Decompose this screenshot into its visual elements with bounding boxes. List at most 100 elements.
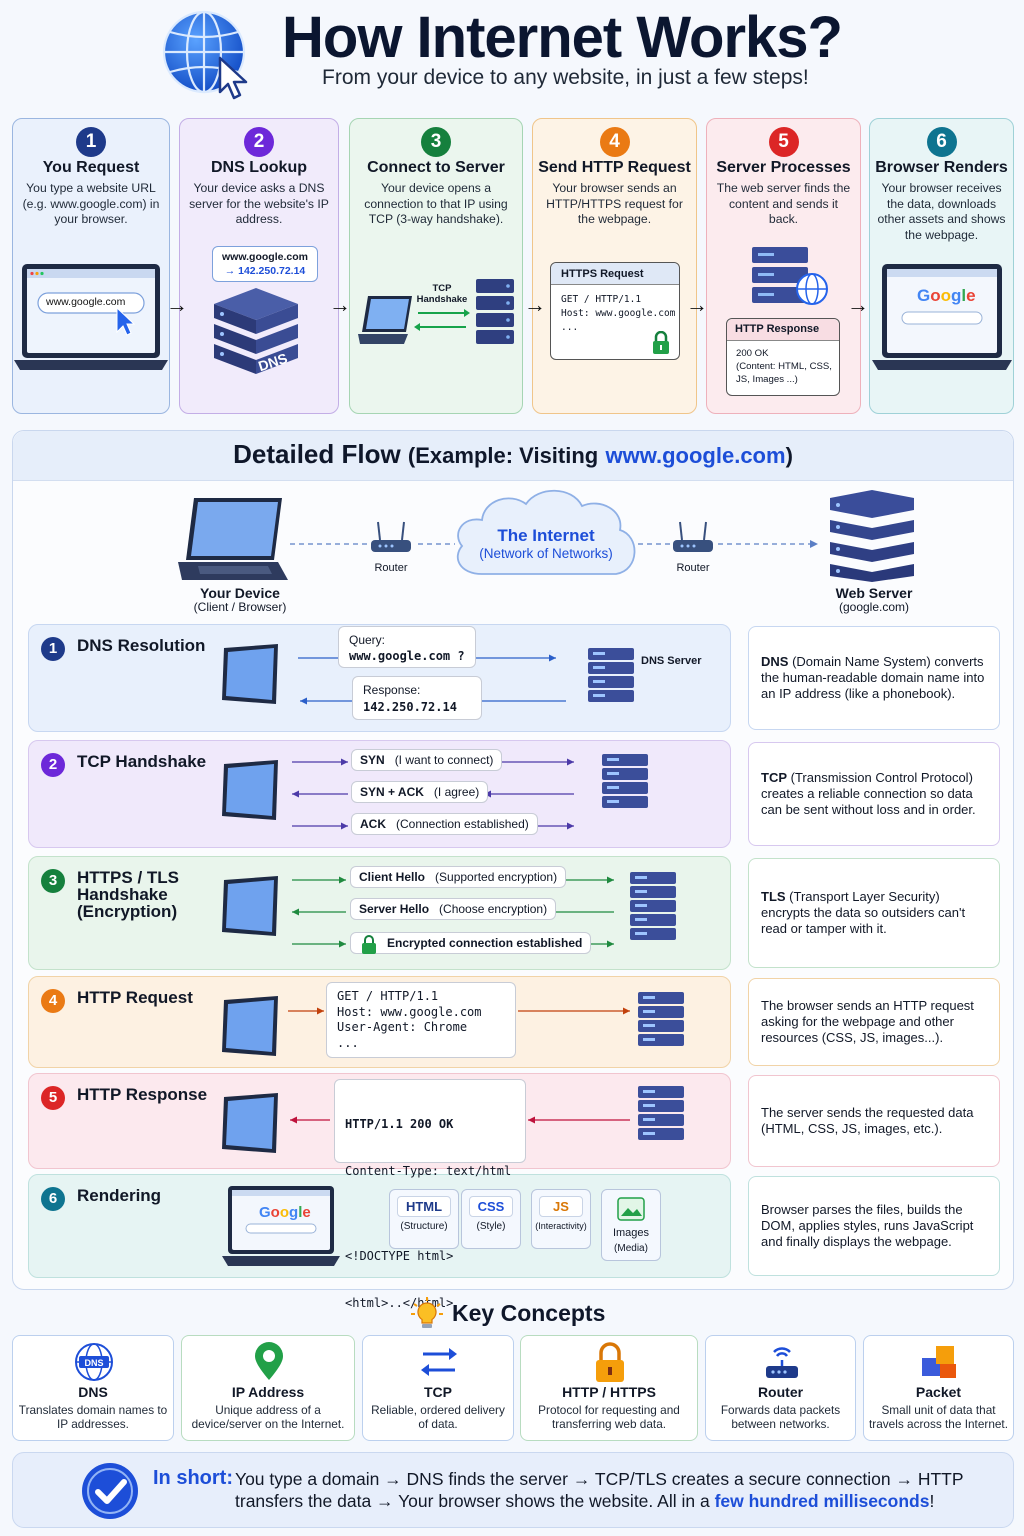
https-request-code: GET / HTTP/1.1 Host: www.google.com ... [561,294,676,333]
asset-card-html: HTML (Structure) [389,1189,459,1249]
device-sublabel: (Client / Browser) [193,600,287,614]
key-concept-name: HTTP / HTTPS [562,1384,656,1400]
tls-message-note: (Supported encryption) [435,870,558,884]
step-arrow-icon: → [166,292,188,317]
row-info-term: TLS [761,889,786,904]
key-concept-desc: Small unit of data that travels across t… [868,1403,1008,1431]
http-response-box: HTTP Response 200 OK (Content: HTML, CSS… [726,318,840,396]
step-number-badge: 6 [926,127,957,157]
tcp-message: SYN(I want to connect) [351,749,503,771]
laptop-icon [14,264,168,370]
row-info-term: TCP [761,770,787,785]
http-response-body: 200 OK (Content: HTML, CSS, JS, Images .… [736,348,832,385]
asset-name: HTML [397,1196,451,1217]
row-info-card: Browser parses the files, builds the DOM… [748,1176,1000,1276]
router-right-label: Router [676,562,710,574]
key-concept-name: Router [757,1384,804,1400]
dns-server-label: DNS Server [641,655,702,667]
network-dashed-link [290,540,818,548]
asset-sub: (Style) [476,1221,506,1232]
row-info-text: TCP (Transmission Control Protocol) crea… [761,770,987,818]
server-stack-icon [638,992,684,1046]
flow-title-url: www.google.com [605,443,786,468]
key-concept-desc: Unique address of a device/server on the… [191,1403,345,1431]
dns-query-label: Query: [349,633,386,647]
row-number-badge: 1 [41,637,65,661]
row-number-badge: 4 [41,989,65,1013]
page-subtitle: From your device to any website, in just… [322,66,809,89]
client-screen-icon [222,760,278,820]
row-info-desc: (Domain Name System) converts the human-… [761,654,985,701]
render-laptop-icon [222,1186,340,1266]
tcp-message-name: ACK [360,817,386,831]
tls-message-name: Client Hello [359,870,426,884]
dns-globe-icon: DNS [75,1343,113,1381]
http-response-code: HTTP/1.1 200 OK Content-Type: text/html … [334,1079,526,1310]
packet-cubes-icon [921,1346,956,1378]
swap-arrows-icon [421,1348,457,1376]
row-info-desc: Browser parses the files, builds the DOM… [761,1202,974,1249]
http-response-status: HTTP/1.1 200 OK [345,1117,454,1131]
dns-bubble: www.google.com → 142.250.72.14 [212,246,318,282]
internet-label: The Internet [497,526,595,545]
dns-response-label: Response: [363,683,421,697]
server-globe-icon [752,247,828,305]
key-concept-desc: Forwards data packets between networks. [720,1403,841,1431]
step-title: Connect to Server [367,159,505,176]
image-icon [617,1197,645,1221]
row-info-text: DNS (Domain Name System) converts the hu… [761,654,987,702]
flow-arrow [518,1007,630,1015]
tls-message: Server Hello(Choose encryption) [350,898,557,920]
http-response-title: HTTP Response [727,319,839,341]
flow-arrow [484,790,574,798]
client-screen-icon [222,996,278,1056]
row-info-desc: The server sends the requested data (HTM… [761,1105,974,1136]
google-logo-step6: Google [917,286,976,305]
step-title: Browser Renders [875,159,1008,176]
router-left-icon [371,521,411,552]
step-description: The web server finds the content and sen… [716,181,851,226]
padlock-icon [653,331,669,354]
asset-name: CSS [469,1196,513,1217]
flow-arrow [528,1116,630,1124]
page-title: How Internet Works? [282,5,843,70]
dns-response-value: 142.250.72.14 [363,700,457,714]
step-number-badge: 2 [244,127,274,157]
asset-card-js: JS(Interactivity) [531,1189,591,1249]
asset-sub: (Interactivity) [535,1221,587,1231]
key-concept-name: TCP [424,1384,452,1400]
row-info-desc: (Transmission Control Protocol) creates … [761,770,976,817]
tcp-message-note: (I want to connect) [394,753,494,767]
http-response-doctype: <!DOCTYPE html> [345,1249,454,1263]
row-info-text: TLS (Transport Layer Security) encrypts … [761,889,987,937]
google-logo-render: Google [259,1204,311,1221]
asset-name: Images [612,1227,650,1239]
router-icon [765,1347,798,1378]
flow-title-example: (Example: Visiting [407,443,599,468]
lightbulb-icon [411,1297,443,1328]
step-arrow-icon: → [524,292,546,317]
step-arrow-icon: → [847,292,869,317]
step-description: You type a website URL (e.g. www.google.… [22,181,160,226]
key-concepts-title: Key Concepts [452,1300,606,1326]
location-pin-icon [255,1342,283,1380]
step-title: Send HTTP Request [538,159,691,176]
tcp-message-note: (Connection established) [396,817,529,831]
row-info-card: DNS (Domain Name System) converts the hu… [748,626,1000,730]
http-response-content-type: Content-Type: text/html [345,1163,512,1178]
flow-arrow [500,758,574,766]
flow-title-prefix: Detailed Flow [233,439,401,469]
web-server-label: Web Server [835,585,913,601]
row-title: HTTPS / TLS Handshake (Encryption) [77,868,179,921]
step-number-badge: 4 [599,127,630,157]
flow-arrow [560,876,614,884]
asset-sub: (Structure) [400,1221,448,1232]
step-description: Your browser sends an HTTP/HTTPS request… [546,181,683,226]
